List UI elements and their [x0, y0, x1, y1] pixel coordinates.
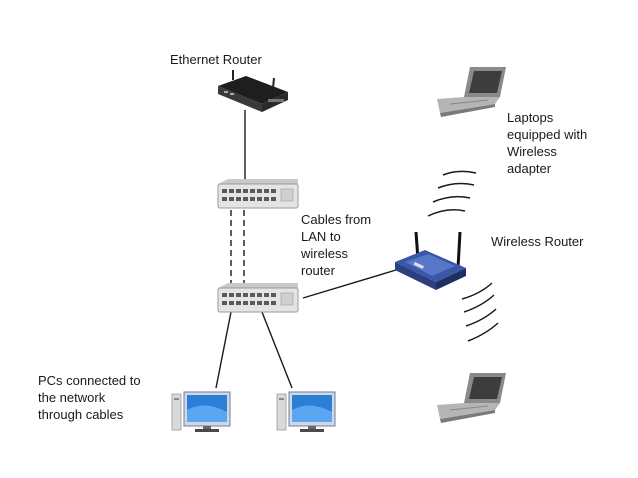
laptops-label-line: equipped with	[507, 127, 588, 142]
switch-to-pc2-cable	[261, 311, 293, 389]
pcs-label-line: through cables	[38, 407, 124, 422]
desktop-pc-icon	[276, 391, 336, 432]
pcs-label-line: the network	[38, 390, 106, 405]
ethernet-router-label: Ethernet Router	[170, 52, 262, 67]
laptops-label: Laptops equipped with Wireless adapter	[507, 109, 587, 177]
cables-label: Cables from LAN to wireless router	[301, 211, 371, 279]
wireless-signal-icon	[427, 170, 477, 217]
pcs-label-line: PCs connected to	[38, 373, 141, 388]
network-switch-icon	[217, 179, 299, 209]
desktop-pc-icon	[171, 391, 231, 432]
switch-to-pc1-cable	[215, 311, 232, 389]
cables-label-line: router	[301, 263, 335, 278]
cables-label-line: wireless	[301, 246, 348, 261]
connections	[215, 110, 397, 389]
network-switch-icon	[217, 283, 299, 313]
laptop-icon	[437, 373, 506, 423]
ethernet-router-icon	[218, 70, 288, 112]
wireless-signal-icon	[461, 282, 499, 342]
pcs-label: PCs connected to the network through cab…	[38, 372, 141, 423]
laptops-label-line: adapter	[507, 161, 552, 176]
laptops-label-line: Laptops	[507, 110, 554, 125]
switch-to-wireless-cable	[302, 269, 397, 299]
laptops-label-line: Wireless	[507, 144, 557, 159]
wireless-router-label: Wireless Router	[491, 234, 584, 249]
wireless-router-icon	[395, 231, 466, 290]
cables-label-line: Cables from	[301, 212, 372, 227]
laptop-icon	[437, 67, 506, 117]
cables-label-line: LAN to	[301, 229, 341, 244]
